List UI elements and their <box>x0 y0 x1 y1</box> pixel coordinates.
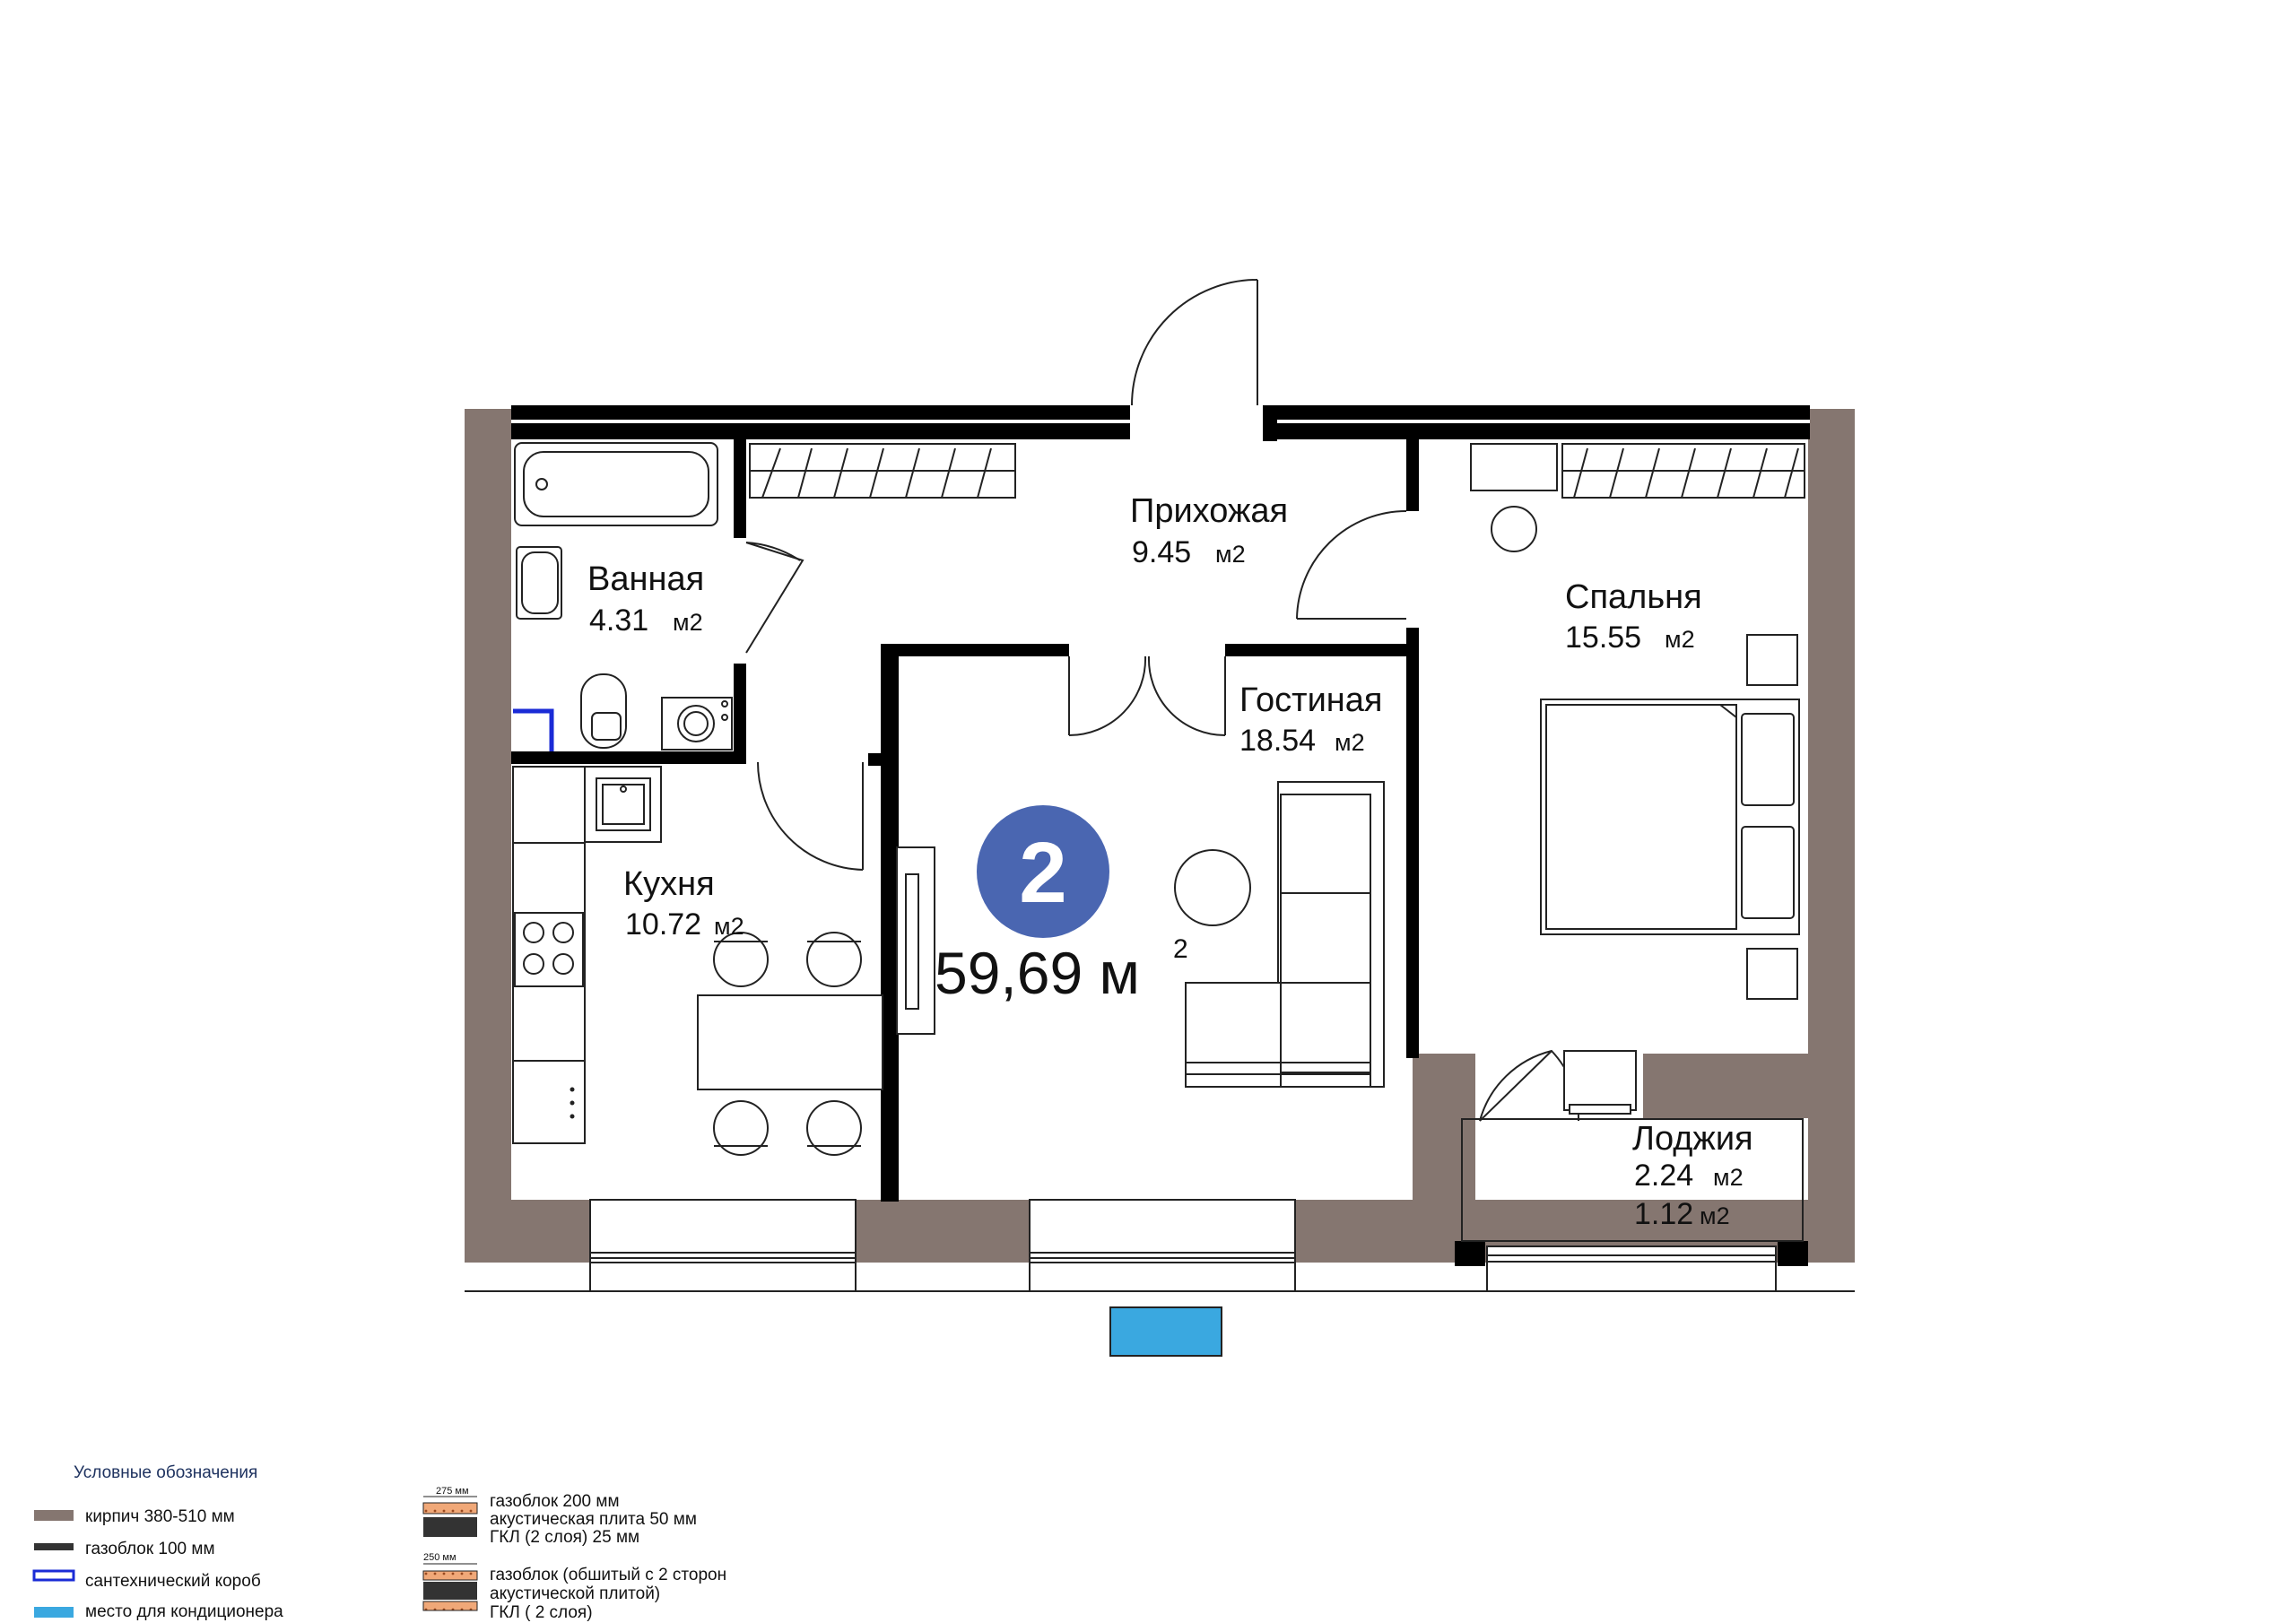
bedroom-unit: м2 <box>1665 626 1695 653</box>
acoustic-1-swatch <box>423 1517 477 1537</box>
total-area: 59,69 м <box>935 940 1140 1006</box>
legend-shaft-swatch <box>32 1569 75 1582</box>
dining-table <box>697 932 883 1156</box>
living-area: 18.54 <box>1239 724 1316 758</box>
acoustic-1-dim: 275 мм <box>436 1486 469 1497</box>
legend: Условные обозначения кирпич 380-510 мм г… <box>32 1463 726 1622</box>
loggia-unit-2: м2 <box>1700 1202 1730 1229</box>
acoustic-2-swatch-bottom <box>422 1601 478 1611</box>
acoustic-1-line-3: ГКЛ (2 слоя) 25 мм <box>490 1528 639 1547</box>
bath-area: 4.31 <box>589 603 648 638</box>
legend-ac-swatch <box>34 1607 74 1618</box>
kitchen-unit: м2 <box>714 913 744 940</box>
tv-stand <box>896 846 935 1035</box>
loggia-name: Лоджия <box>1632 1120 1753 1158</box>
room-label-living: Гостиная 18.54 м2 <box>1239 681 1383 758</box>
windows <box>465 1199 1855 1292</box>
legend-shaft-label: сантехнический короб <box>85 1572 261 1591</box>
sofa <box>1185 781 1385 1088</box>
wardrobe-bedroom <box>1561 443 1805 499</box>
acoustic-1-line-2: акустическая плита 50 мм <box>490 1510 697 1529</box>
kitchen-area: 10.72 <box>625 907 701 942</box>
legend-gasblock-swatch <box>34 1543 74 1550</box>
room-label-bedroom: Спальня 15.55 м2 <box>1565 578 1702 655</box>
room-label-kitchen: Кухня 10.72 м2 <box>623 865 744 942</box>
wardrobe-hall <box>749 443 1016 499</box>
interior-walls <box>511 405 1810 1266</box>
hall-area: 9.45 <box>1132 535 1191 569</box>
hall-name: Прихожая <box>1130 492 1288 530</box>
ac-place <box>1109 1306 1222 1357</box>
loggia-furniture <box>1563 1050 1637 1115</box>
acoustic-2-line-3: ГКЛ ( 2 слоя) <box>490 1603 593 1622</box>
bedroom-name: Спальня <box>1565 578 1702 616</box>
acoustic-2-swatch-top <box>422 1570 478 1581</box>
total-area-sup: 2 <box>1173 934 1188 964</box>
bath-name: Ванная <box>587 560 704 598</box>
toilet <box>580 673 627 749</box>
bath-unit: м2 <box>673 609 703 636</box>
legend-gasblock-label: газоблок 100 мм <box>85 1540 215 1558</box>
kitchen-counter <box>512 766 662 1144</box>
acoustic-2-line-2: акустической плитой) <box>490 1584 660 1603</box>
washing-machine <box>661 697 733 751</box>
bedroom-area: 15.55 <box>1565 621 1641 655</box>
acoustic-1-line-1: газоблок 200 мм <box>490 1492 620 1511</box>
thin-lines <box>511 420 1810 1242</box>
acoustic-1-swatch-top <box>422 1502 478 1515</box>
coffee-table <box>1174 849 1251 926</box>
double-bed <box>1540 699 1800 935</box>
kitchen-name: Кухня <box>623 865 715 903</box>
loggia-unit: м2 <box>1713 1164 1744 1191</box>
sanitary-shaft <box>513 708 554 751</box>
room-label-loggia: Лоджия 2.24 м2 1.12 м2 <box>1632 1120 1753 1231</box>
acoustic-2-line-1: газоблок (обшитый с 2 сторон <box>490 1566 726 1584</box>
acoustic-2-swatch <box>423 1582 477 1600</box>
rooms-count: 2 <box>1019 825 1066 921</box>
legend-brick-swatch <box>34 1510 74 1521</box>
room-label-hall: Прихожая 9.45 м2 <box>1130 492 1288 569</box>
legend-ac-label: место для кондиционера <box>85 1602 283 1621</box>
loggia-area-2: 1.12 <box>1634 1197 1693 1231</box>
loggia-area: 2.24 <box>1634 1159 1693 1193</box>
legend-title: Условные обозначения <box>74 1463 257 1482</box>
acoustic-2-dim: 250 мм <box>423 1552 457 1563</box>
legend-brick-label: кирпич 380-510 мм <box>85 1507 235 1526</box>
rooms-badge: 2 <box>977 805 1109 938</box>
living-name: Гостиная <box>1239 681 1383 719</box>
bedroom-furniture <box>1470 443 1798 1000</box>
bathtub <box>514 442 718 526</box>
hall-unit: м2 <box>1215 541 1246 568</box>
doors <box>745 279 1580 1122</box>
living-unit: м2 <box>1335 729 1365 756</box>
sink <box>516 546 562 620</box>
room-label-bath: Ванная 4.31 м2 <box>587 560 704 638</box>
